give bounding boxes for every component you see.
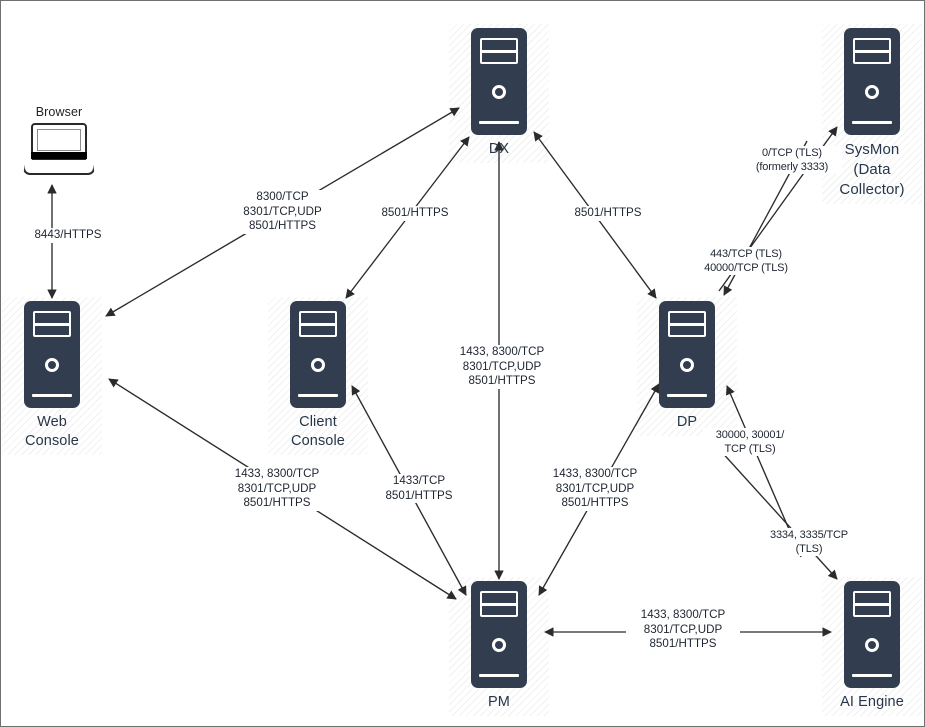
node-web-console-label: Web Console (25, 414, 79, 449)
node-dx-label: DX (488, 141, 510, 157)
node-ai-engine[interactable]: AI Engine (822, 577, 922, 716)
node-pm[interactable]: PM (449, 577, 549, 716)
node-web-console[interactable]: Web Console (2, 297, 102, 455)
server-icon (471, 28, 527, 135)
node-dp[interactable]: DP (637, 297, 737, 436)
node-ai-engine-label: AI Engine (840, 694, 904, 710)
edge-label-dp-pm: 1433, 8300/TCP 8301/TCP,UDP 8501/HTTPS (538, 467, 652, 511)
server-icon (471, 581, 527, 688)
node-sysmon[interactable]: SysMon (Data Collector) (822, 24, 922, 204)
server-icon (290, 301, 346, 408)
edge-label-webconsole-pm: 1433, 8300/TCP 8301/TCP,UDP 8501/HTTPS (220, 467, 334, 511)
node-browser-label: Browser (35, 105, 83, 119)
edge-label-webconsole-dx: 8300/TCP 8301/TCP,UDP 8501/HTTPS (228, 190, 337, 234)
server-icon (844, 28, 900, 135)
node-sysmon-label: SysMon (Data Collector) (839, 141, 905, 198)
server-icon (659, 301, 715, 408)
laptop-icon (23, 123, 95, 176)
edge-label-dp-sysmon: 0/TCP (TLS) (formerly 3333) (742, 146, 842, 174)
edge-dp-aiengine (708, 437, 838, 580)
edge-label-dx-dp: 8501/HTTPS (566, 206, 650, 221)
edge-label-pm-aiengine: 1433, 8300/TCP 8301/TCP,UDP 8501/HTTPS (626, 608, 740, 652)
node-pm-label: PM (488, 694, 510, 710)
node-dp-label: DP (676, 414, 698, 430)
edge-label-sysmon-dp: 443/TCP (TLS) 40000/TCP (TLS) (689, 247, 803, 275)
node-dx[interactable]: DX (449, 24, 549, 163)
node-browser[interactable]: Browser (23, 105, 95, 176)
server-icon (24, 301, 80, 408)
edge-label-aiengine-dp: 30000, 30001/ TCP (TLS) (703, 428, 797, 456)
edge-label-clientconsole-dx: 8501/HTTPS (373, 206, 457, 221)
server-icon (844, 581, 900, 688)
edge-label-browser-webconsole: 8443/HTTPS (24, 228, 112, 243)
edge-label-dp-aiengine: 3334, 3335/TCP (TLS) (759, 528, 859, 556)
node-client-console[interactable]: Client Console (268, 297, 368, 455)
edge-label-clientconsole-pm: 1433/TCP 8501/HTTPS (376, 474, 462, 504)
edge-label-dx-pm: 1433, 8300/TCP 8301/TCP,UDP 8501/HTTPS (445, 345, 559, 389)
node-client-console-label: Client Console (291, 414, 345, 449)
